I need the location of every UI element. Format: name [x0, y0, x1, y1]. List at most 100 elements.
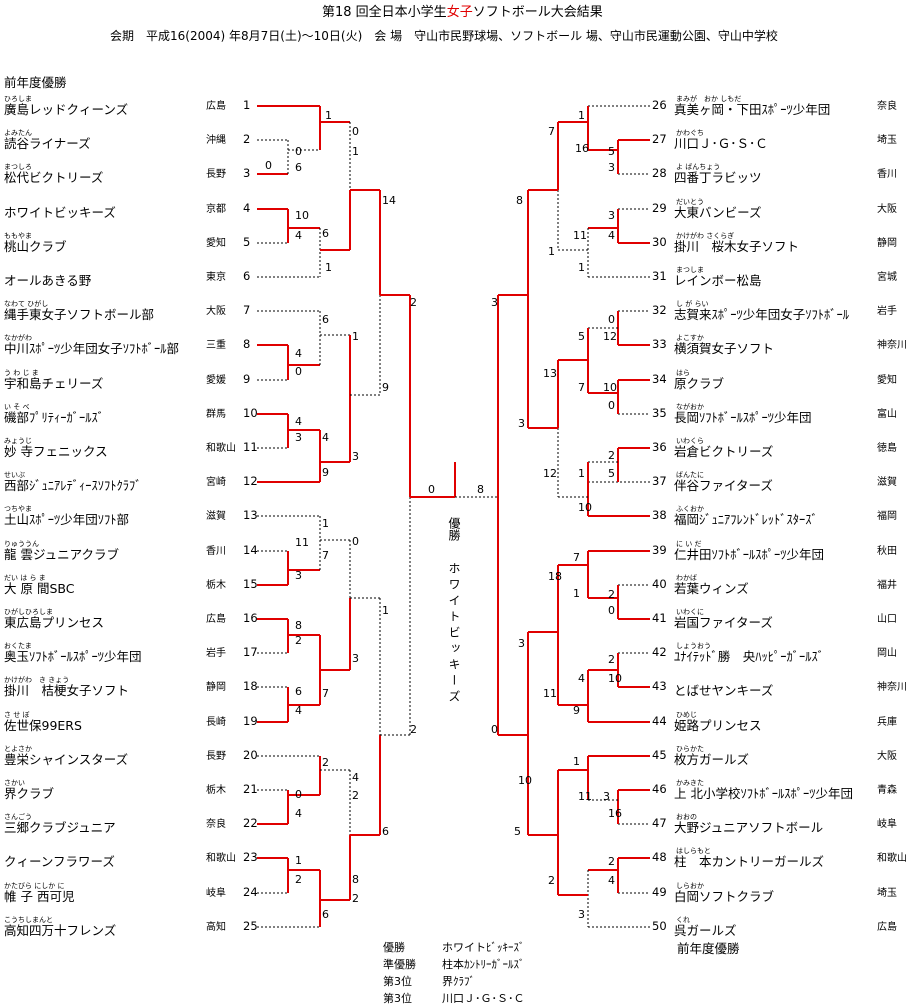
- team-ruby: いわくに: [676, 608, 704, 616]
- team-name: 真美ヶ岡・下田ｽﾎﾟｰﾂ少年団: [674, 102, 831, 117]
- score-label: 8: [295, 619, 302, 632]
- title-accent: 女子: [446, 5, 473, 20]
- score-label: 6: [295, 161, 302, 174]
- score-label: 16: [575, 142, 589, 155]
- team-name: 桃山クラブ: [4, 239, 67, 254]
- team-prefecture: 富山: [877, 409, 897, 420]
- score-label: 4: [322, 431, 329, 444]
- team-prefecture: 神奈川: [877, 682, 907, 693]
- team-prefecture: 広島: [877, 922, 897, 933]
- score-label: 0: [608, 399, 615, 412]
- team-ruby: かたびら にしか に: [4, 882, 65, 890]
- team-name: 横須賀女子ソフト: [674, 341, 775, 356]
- team-ruby: こうちしまんと: [4, 916, 53, 924]
- team-ruby: ひがしひろしま: [4, 608, 53, 616]
- score-label: 1: [382, 604, 389, 617]
- team-prefecture: 和歌山: [206, 443, 236, 454]
- score-label: 3: [295, 431, 302, 444]
- score-label: 1: [578, 261, 585, 274]
- score-label: 4: [295, 807, 302, 820]
- team-seed: 19: [243, 714, 258, 728]
- team-name: 掛川 桔梗女子ソフト: [4, 683, 130, 698]
- team-prefecture: 兵庫: [877, 717, 897, 728]
- team-prefecture: 京都: [206, 204, 226, 215]
- team-name: 帷 子 西可児: [4, 889, 75, 904]
- team-ruby: ひめじ: [676, 711, 697, 719]
- team-prefecture: 愛知: [206, 238, 226, 249]
- score-label: 1: [325, 109, 332, 122]
- team-seed: 13: [243, 508, 258, 522]
- score-label: 10: [603, 381, 617, 394]
- team-name: オールあきる野: [4, 273, 92, 288]
- team-ruby: さかい: [4, 779, 25, 787]
- team-name: 福岡ｼﾞｭﾆｱﾌﾚﾝﾄﾞﾚｯﾄﾞｽﾀｰｽﾞ: [674, 512, 818, 527]
- team-ruby: しょうおう: [676, 642, 711, 650]
- team-ruby: う わ じ ま: [4, 369, 39, 377]
- team-ruby: ながおか: [676, 403, 704, 411]
- team-name: 松代ビクトリーズ: [4, 170, 104, 185]
- team-ruby: はら: [676, 369, 690, 377]
- team-name: 姫路プリンセス: [674, 718, 762, 733]
- team-prefecture: 福岡: [877, 511, 897, 522]
- score-label: 2: [295, 873, 302, 886]
- team-seed: 1: [243, 98, 251, 112]
- team-name: 大野ジュニアソフトボール: [674, 820, 824, 835]
- team-seed: 45: [652, 748, 667, 762]
- team-ruby: ももやま: [4, 232, 32, 240]
- score-label: 3: [518, 417, 525, 430]
- team-name: 仁井田ｿﾌﾄﾎﾞｰﾙｽﾎﾟｰﾂ少年団: [674, 547, 825, 562]
- team-name: 大 原 間SBC: [4, 581, 75, 596]
- team-name: 志賀来ｽﾎﾟｰﾂ少年団女子ｿﾌﾄﾎﾞｰﾙ: [674, 307, 850, 322]
- team-prefecture: 徳島: [877, 443, 897, 454]
- team-seed: 35: [652, 406, 667, 420]
- score-label: 3: [295, 569, 302, 582]
- score-label: 11: [295, 536, 309, 549]
- score-label: 2: [352, 892, 359, 905]
- team-seed: 40: [652, 577, 667, 591]
- score-label: 6: [322, 908, 329, 921]
- summary-team: 柱本ｶﾝﾄﾘｰｶﾞｰﾙｽﾞ: [442, 958, 525, 971]
- team-seed: 29: [652, 201, 667, 215]
- champion-caption: 優勝: [447, 517, 461, 541]
- team-ruby: さ せ ぼ: [4, 711, 30, 719]
- team-name: 界クラブ: [4, 786, 55, 801]
- team-ruby: さんごう: [4, 813, 32, 821]
- team-prefecture: 高知: [206, 922, 226, 933]
- champion-name: ホワイトビッキーズ: [447, 562, 461, 706]
- score-label: 5: [608, 145, 615, 158]
- score-label: 0: [295, 788, 302, 801]
- team-prefecture: 滋賀: [206, 511, 226, 522]
- team-prefecture: 長野: [206, 751, 226, 762]
- score-label: 4: [295, 347, 302, 360]
- team-prefecture: 長崎: [206, 717, 226, 728]
- score-label: 2: [608, 653, 615, 666]
- team-seed: 25: [243, 919, 258, 933]
- team-name: 上 北小学校ｿﾌﾄﾎﾞｰﾙｽﾎﾟｰﾂ少年団: [674, 786, 853, 801]
- page-title: 第18 回全日本小学生女子ソフトボール大会結果: [322, 6, 603, 19]
- team-prefecture: 大阪: [877, 204, 897, 215]
- team-ruby: ひらかた: [676, 745, 704, 753]
- score-label: 10: [295, 209, 309, 222]
- team-ruby: よこすか: [676, 334, 704, 342]
- score-label: 0: [428, 483, 435, 496]
- score-label: 11: [578, 790, 592, 803]
- score-label: 1: [578, 467, 585, 480]
- team-seed: 18: [243, 679, 258, 693]
- score-label: 1: [573, 755, 580, 768]
- summary-place: 準優勝: [383, 958, 416, 971]
- team-seed: 8: [243, 337, 251, 351]
- score-label: 6: [322, 313, 329, 326]
- team-ruby: かみきた: [676, 779, 704, 787]
- team-ruby: い そ べ: [4, 403, 30, 411]
- team-ruby: おおの: [676, 813, 697, 821]
- team-name: 枚方ガールズ: [674, 752, 750, 767]
- team-seed: 9: [243, 372, 251, 386]
- team-prefecture: 栃木: [206, 785, 226, 796]
- summary-team: 界ｸﾗﾌﾞ: [442, 975, 475, 988]
- team-prefecture: 大阪: [206, 306, 226, 317]
- team-seed: 16: [243, 611, 258, 625]
- team-prefecture: 香川: [877, 169, 897, 180]
- score-label: 3: [352, 450, 359, 463]
- team-prefecture: 群馬: [206, 409, 226, 420]
- summary-place: 第3位: [383, 975, 412, 988]
